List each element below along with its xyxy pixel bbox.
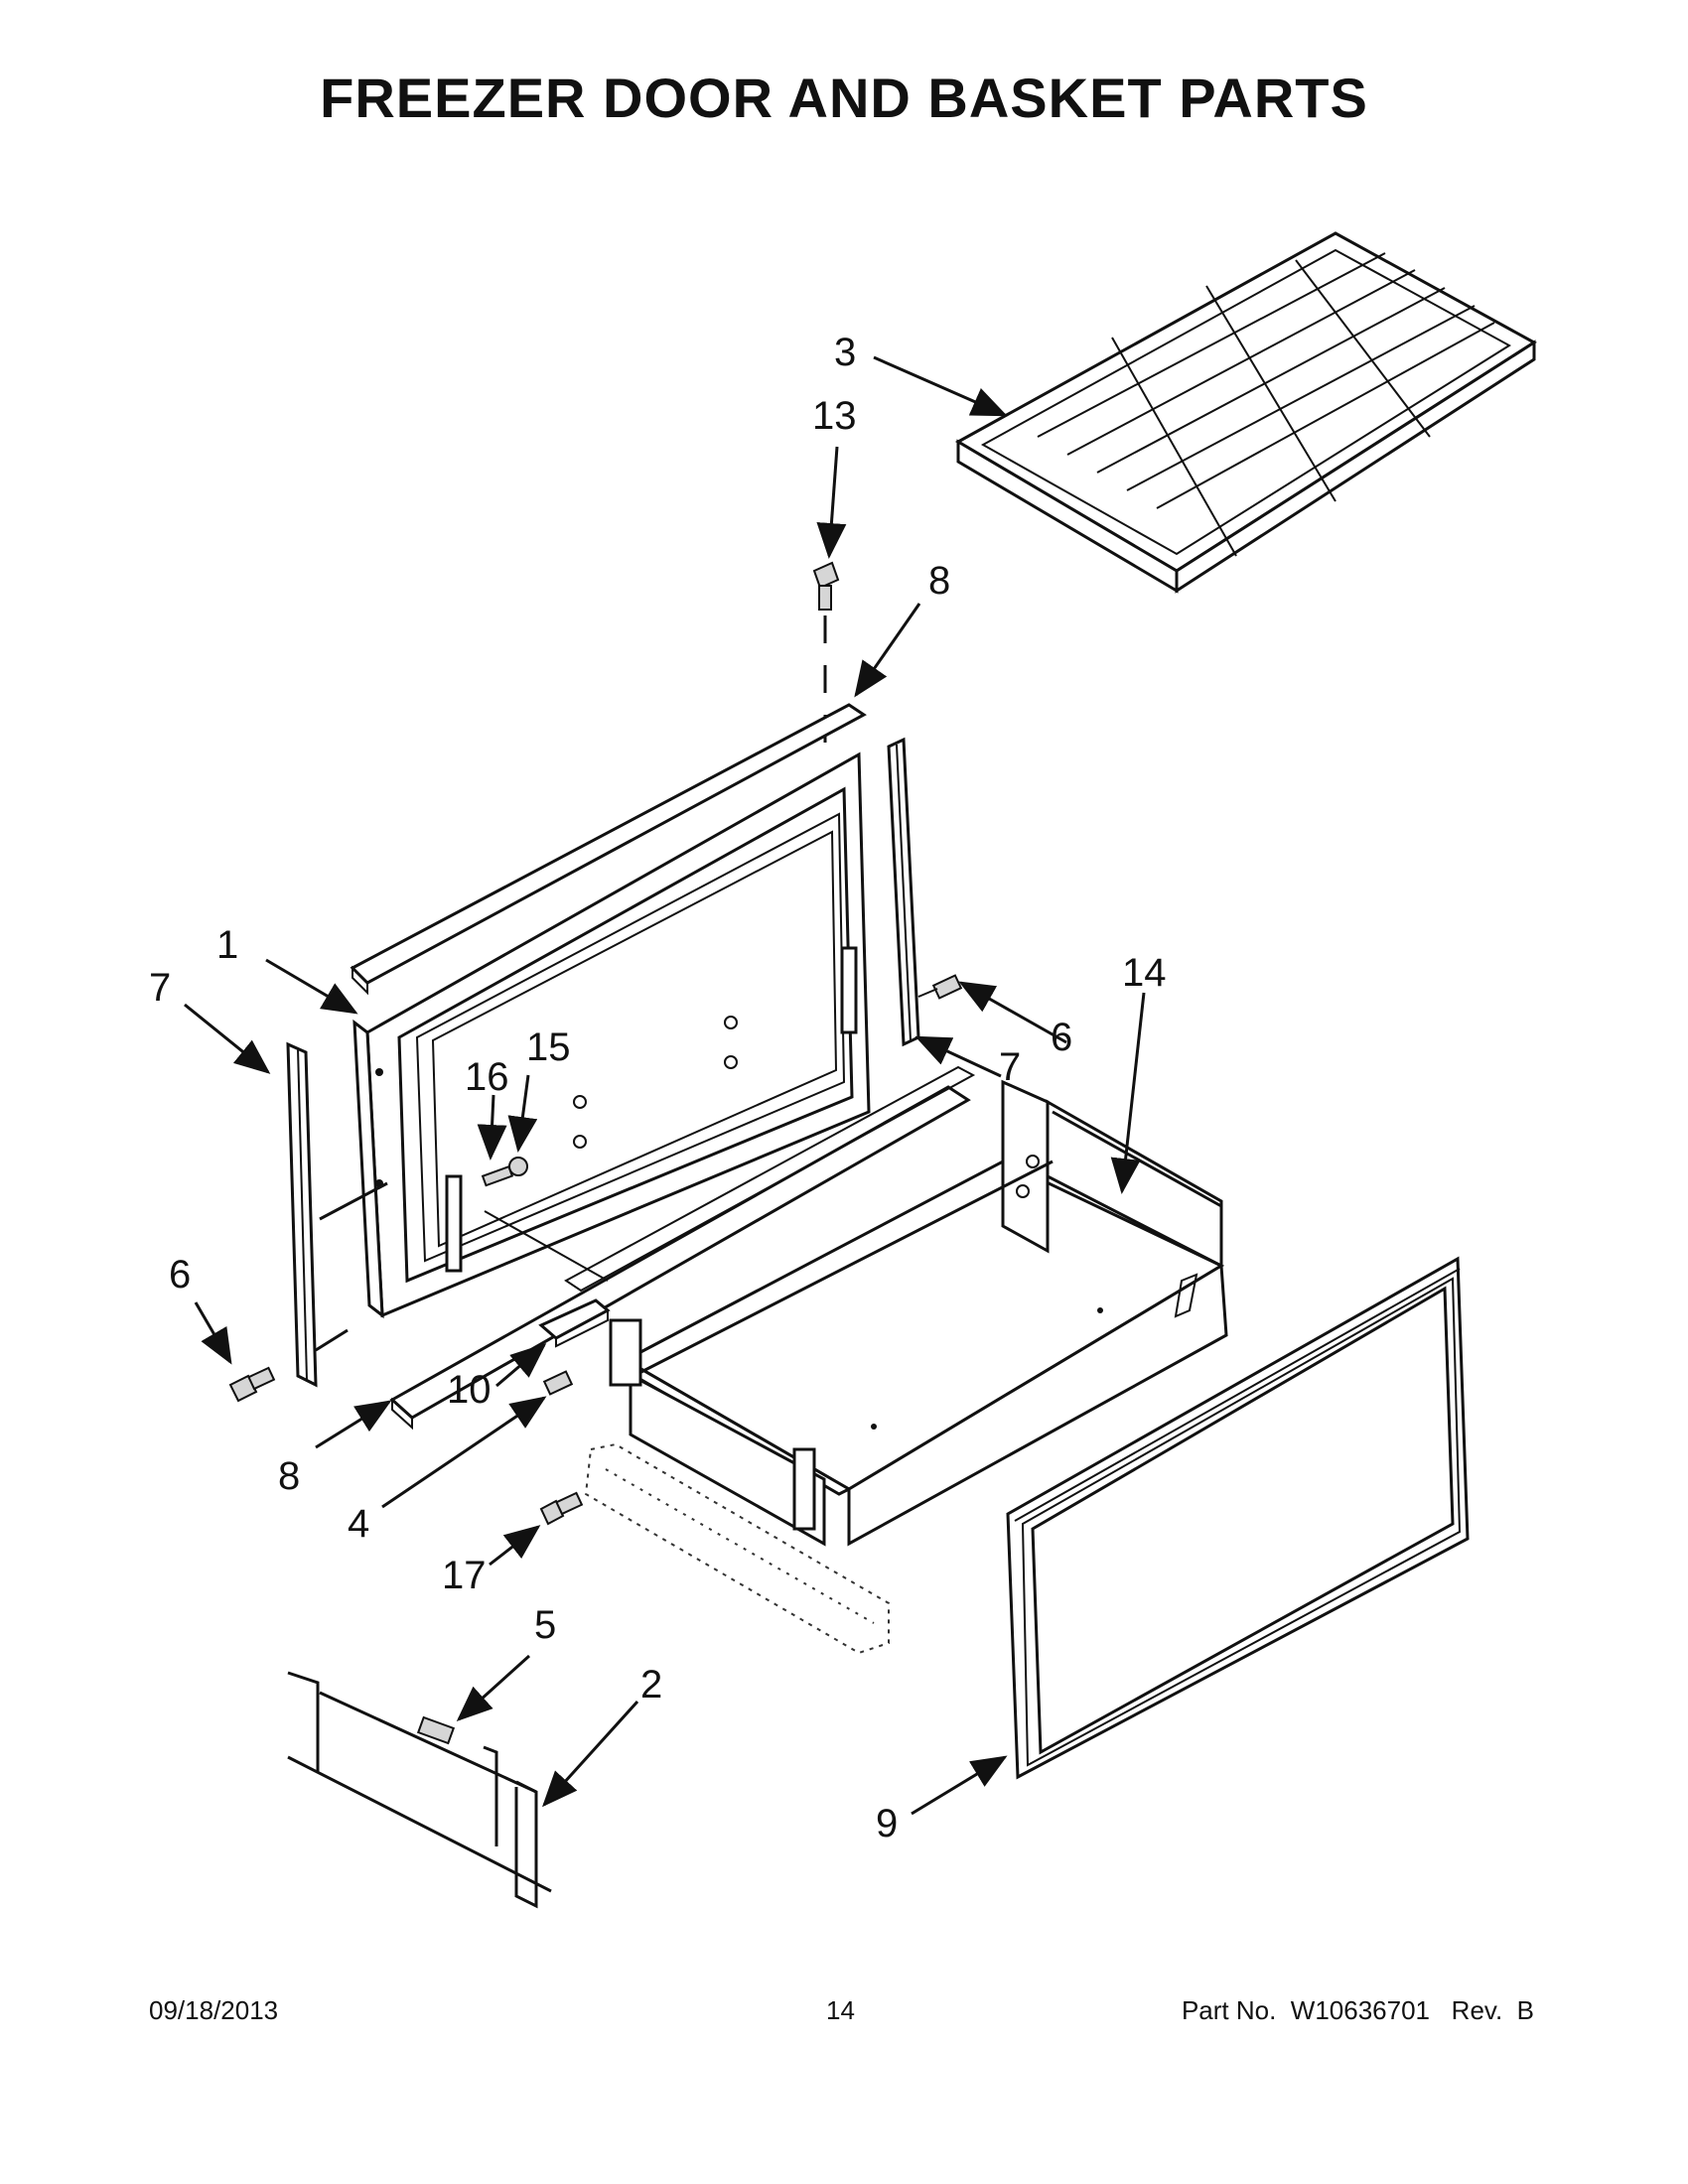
door-trim-side-left [286,1041,318,1388]
page-title: FREEZER DOOR AND BASKET PARTS [320,67,1368,129]
door-gasket-9 [1006,1256,1470,1780]
callout-5: 5 [534,1603,556,1647]
callout-10: 10 [447,1368,492,1412]
callout-7-right: 7 [999,1045,1021,1089]
door-trim-bottom [389,1065,976,1431]
callout-15: 15 [526,1025,571,1069]
callout-8-bottom: 8 [278,1454,300,1498]
slide-rail [584,1442,890,1655]
callout-labels: 3 13 8 1 7 14 6 15 7 16 6 10 8 4 17 5 2 … [149,331,1167,1845]
door-stop-15-16 [481,1157,528,1187]
callout-14: 14 [1122,951,1167,995]
freezer-basket [609,1079,1228,1547]
footer-page-number: 14 [826,1995,855,2025]
callout-4: 4 [348,1502,369,1546]
drawer-front-bracket-2 [287,1671,552,1909]
callout-8-top: 8 [928,559,950,603]
callout-13: 13 [812,394,857,438]
freezer-shelf-tray [954,231,1537,594]
screw-13 [812,561,840,611]
door-trim-top [350,703,867,996]
callout-7-left: 7 [149,966,171,1010]
screw-17 [539,1491,584,1526]
callout-17: 17 [442,1554,487,1597]
leader-arrows [184,355,1146,1816]
screw-6-left [228,1366,276,1403]
screw-4 [542,1370,574,1396]
screw-5 [416,1715,456,1745]
callout-16: 16 [465,1055,509,1099]
footer-part-number: Part No. W10636701 Rev. B [1181,1995,1534,2025]
door-trim-side-right [887,737,920,1047]
callout-9: 9 [876,1802,898,1845]
callout-6-right: 6 [1051,1016,1072,1059]
bracket-10 [538,1298,611,1348]
screw-6-right [917,974,963,1000]
footer-date: 09/18/2013 [149,1995,279,2025]
callout-3: 3 [834,331,856,374]
callout-2: 2 [640,1663,662,1706]
callout-6-left: 6 [169,1253,191,1297]
callout-1: 1 [216,923,238,967]
